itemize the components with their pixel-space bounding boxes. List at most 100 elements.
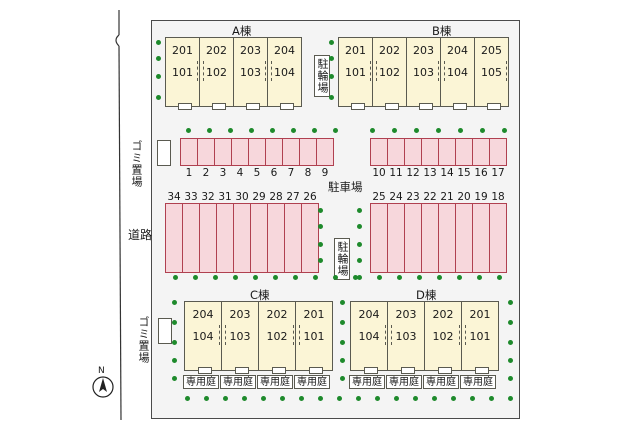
tree-dot xyxy=(457,275,462,280)
apartment-unit: 201 101 xyxy=(295,301,333,374)
tree-dot xyxy=(497,275,502,280)
tree-dot xyxy=(299,396,304,401)
unit-number-lower: 103 xyxy=(413,66,434,79)
tree-dot xyxy=(313,275,318,280)
parking-number: 3 xyxy=(219,167,227,179)
tree-dot xyxy=(318,396,323,401)
unit-number-lower: 101 xyxy=(303,330,325,343)
tree-dot xyxy=(353,275,358,280)
tree-dot xyxy=(340,320,345,325)
unit-number-upper: 202 xyxy=(379,44,400,57)
stair-line xyxy=(265,61,266,81)
stair-line xyxy=(376,61,377,81)
unit-number-lower: 104 xyxy=(274,66,295,79)
tree-dot xyxy=(185,396,190,401)
tree-dot xyxy=(470,396,475,401)
tree-dot xyxy=(392,128,397,133)
stair-line xyxy=(385,325,386,345)
entrance-step xyxy=(177,103,192,110)
entrance-step xyxy=(279,103,294,110)
entrance-step xyxy=(401,367,415,374)
unit-number-lower: 102 xyxy=(266,330,288,343)
parking-space xyxy=(214,138,232,166)
parking-space xyxy=(370,203,388,273)
unit-number-upper: 205 xyxy=(481,44,502,57)
unit-number-lower: 104 xyxy=(192,330,214,343)
parking-space xyxy=(299,138,317,166)
tree-dot xyxy=(270,128,275,133)
parking-space xyxy=(231,138,249,166)
unit-number-lower: 102 xyxy=(432,330,454,343)
parking-space xyxy=(387,203,405,273)
parking-space xyxy=(301,203,319,273)
unit-number-upper: 202 xyxy=(432,308,454,321)
parking-number: 23 xyxy=(406,191,420,203)
parking-row-bottom-left xyxy=(165,203,319,273)
parking-number: 12 xyxy=(406,167,420,179)
unit-number-lower: 103 xyxy=(395,330,417,343)
tree-dot xyxy=(172,358,177,363)
tree-dot xyxy=(318,258,323,263)
tree-dot xyxy=(357,224,362,229)
apartment-unit: 202 102 xyxy=(258,301,296,374)
entrance-step xyxy=(418,103,433,110)
unit-number-upper: 203 xyxy=(395,308,417,321)
tree-dot xyxy=(489,396,494,401)
tree-dot xyxy=(337,396,342,401)
tree-dot xyxy=(329,95,334,100)
stair-line xyxy=(203,61,204,81)
parking-number: 4 xyxy=(236,167,244,179)
unit-number-upper: 202 xyxy=(266,308,288,321)
parking-number: 5 xyxy=(253,167,261,179)
apartment-unit: 204 104 xyxy=(184,301,222,374)
tree-dot xyxy=(318,208,323,213)
stair-line xyxy=(465,325,466,345)
tree-dot xyxy=(186,128,191,133)
parking-number: 2 xyxy=(202,167,210,179)
parking-number: 6 xyxy=(270,167,278,179)
parking-number: 22 xyxy=(423,191,437,203)
parking-number: 19 xyxy=(474,191,488,203)
parking-space xyxy=(489,203,507,273)
parking-number: 17 xyxy=(491,167,505,179)
tree-dot xyxy=(213,275,218,280)
tree-dot xyxy=(223,396,228,401)
stair-line xyxy=(271,61,272,81)
tree-dot xyxy=(318,224,323,229)
tree-dot xyxy=(377,275,382,280)
tree-dot xyxy=(204,396,209,401)
parking-row-top-right xyxy=(370,138,507,166)
parking-space xyxy=(233,203,251,273)
entrance-step xyxy=(364,367,378,374)
tree-dot xyxy=(172,376,177,381)
unit-number-upper: 203 xyxy=(240,44,261,57)
tree-dot xyxy=(340,300,345,305)
entrance-step xyxy=(235,367,249,374)
parking-number: 32 xyxy=(201,191,215,203)
tree-dot xyxy=(508,320,513,325)
tree-dot xyxy=(340,358,345,363)
entrance-step xyxy=(309,367,323,374)
parking-number: 8 xyxy=(304,167,312,179)
stair-line xyxy=(391,325,392,345)
tree-dot xyxy=(329,74,334,79)
unit-number-upper: 204 xyxy=(192,308,214,321)
tree-dot xyxy=(280,396,285,401)
tree-dot xyxy=(502,128,507,133)
tree-dot xyxy=(333,275,338,280)
tree-dot xyxy=(508,358,513,363)
parking-number: 33 xyxy=(184,191,198,203)
stair-line xyxy=(370,61,371,81)
tree-dot xyxy=(357,208,362,213)
tree-dot xyxy=(357,242,362,247)
unit-number-upper: 201 xyxy=(303,308,325,321)
entrance-step xyxy=(245,103,260,110)
parking-space xyxy=(438,138,456,166)
